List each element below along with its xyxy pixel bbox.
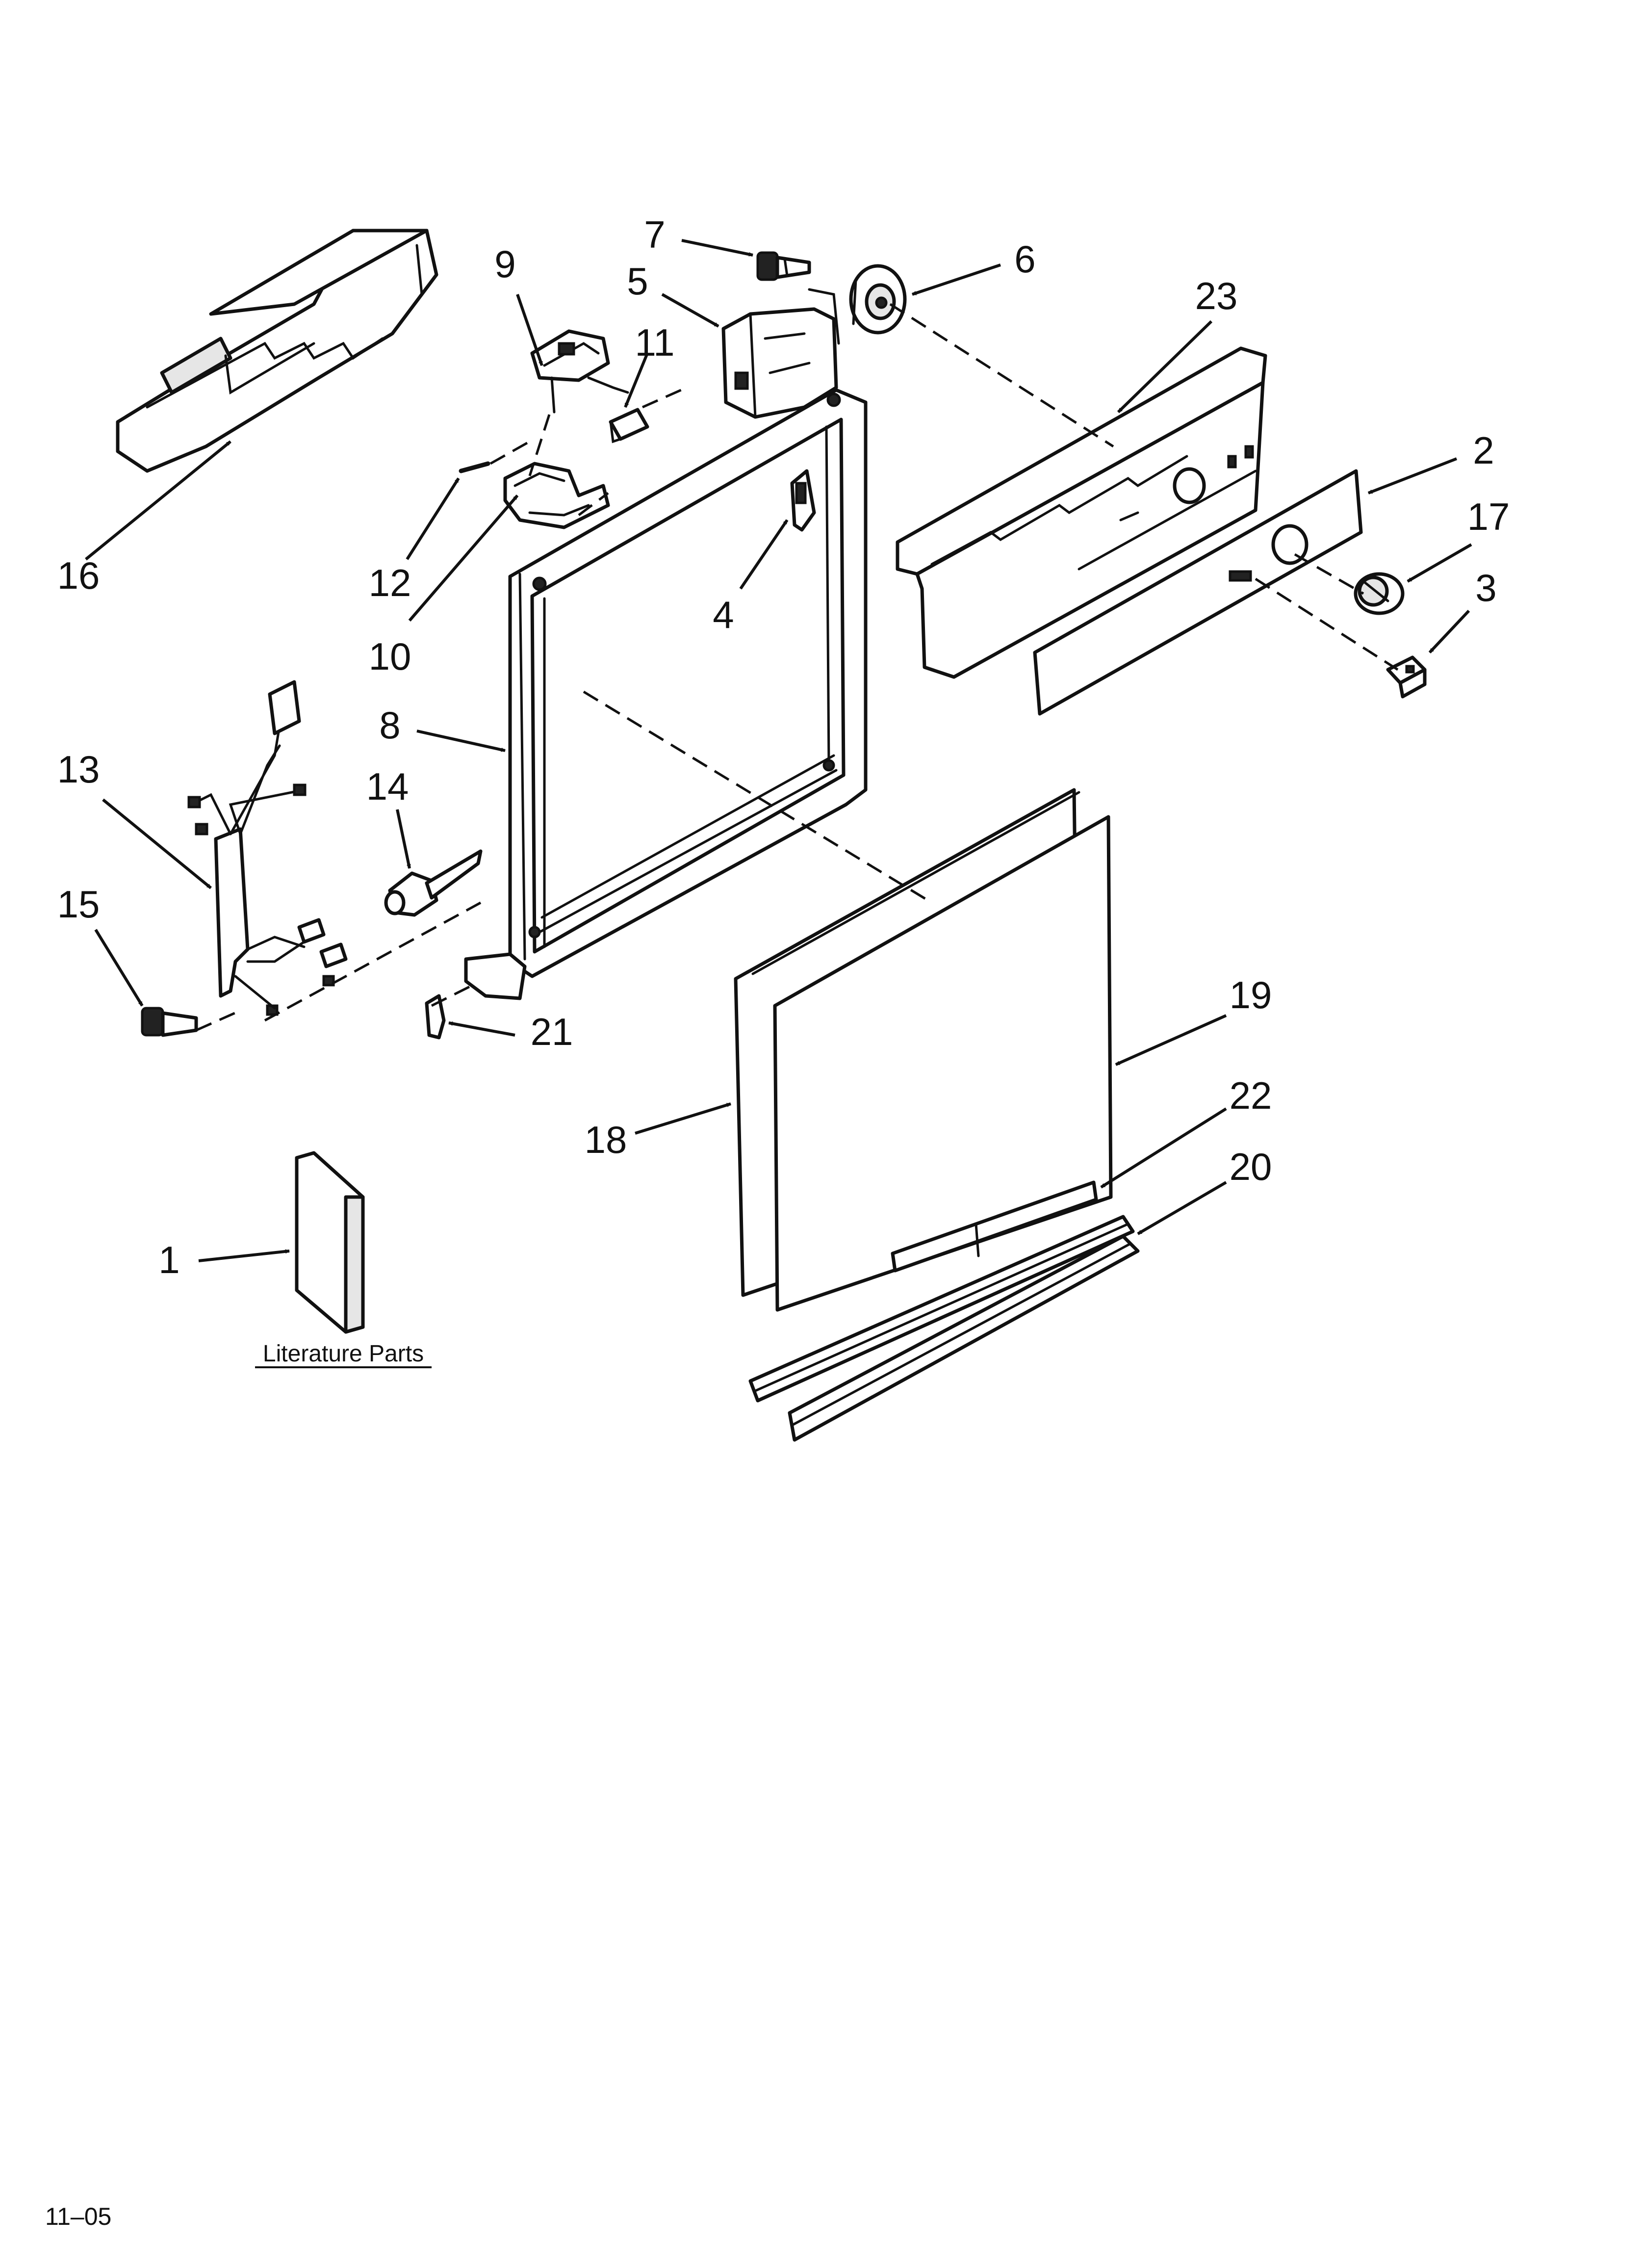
part-6-drive-gear (849, 264, 907, 335)
callout-19: 19 (1230, 973, 1272, 1017)
leader-lines (85, 239, 1472, 1262)
part-16-vent-housing (116, 229, 438, 473)
leader-13 (102, 798, 212, 889)
leader-21 (448, 1021, 515, 1037)
leader-10 (408, 495, 519, 622)
leader-16 (85, 440, 231, 561)
leader-12 (406, 477, 460, 560)
leader-20 (1137, 1181, 1227, 1235)
callout-10: 10 (369, 635, 411, 678)
leader-9 (516, 294, 543, 366)
leader-19 (1115, 1014, 1227, 1066)
part-14-connector (384, 849, 483, 917)
callout-14: 14 (366, 765, 409, 808)
callout-18: 18 (585, 1118, 627, 1161)
callout-15: 15 (57, 883, 100, 926)
callout-labels: 1 2 3 4 5 6 7 8 9 10 11 12 13 14 15 16 1… (57, 213, 1510, 1281)
callout-4: 4 (713, 593, 734, 636)
leader-7 (681, 239, 753, 257)
callout-21: 21 (531, 1010, 573, 1053)
literature-parts-label: Literature Parts (263, 1341, 424, 1367)
part-22-trim-strip (891, 1180, 1098, 1273)
callout-1: 1 (158, 1238, 180, 1281)
leader-23 (1117, 320, 1213, 414)
callout-2: 2 (1473, 429, 1494, 472)
callout-7: 7 (644, 213, 665, 256)
leader-4 (739, 519, 789, 590)
leader-11 (624, 352, 649, 408)
callout-6: 6 (1014, 237, 1035, 281)
part-12-shim (459, 461, 490, 473)
part-23-control-panel (896, 346, 1267, 679)
leader-5 (661, 293, 719, 328)
callout-9: 9 (494, 242, 515, 286)
leader-8 (416, 730, 506, 752)
callout-8: 8 (379, 704, 400, 747)
part-10-latch-bracket (503, 462, 610, 529)
part-20-bottom-trim (748, 1215, 1140, 1442)
assembly-lines (195, 303, 1399, 1032)
leader-22 (1100, 1107, 1227, 1189)
part-17-knob (1354, 572, 1405, 615)
callout-12: 12 (369, 561, 411, 604)
part-13-wire-harness (187, 680, 348, 1016)
callout-22: 22 (1230, 1074, 1272, 1117)
callout-5: 5 (627, 260, 648, 303)
part-9-latch (530, 329, 629, 414)
callout-23: 23 (1195, 274, 1238, 317)
part-4-clip (790, 469, 816, 532)
leader-2 (1367, 457, 1458, 495)
callout-17: 17 (1467, 495, 1510, 538)
leader-1 (198, 1249, 290, 1262)
leader-18 (635, 1102, 731, 1135)
leader-17 (1407, 543, 1472, 583)
leader-14 (396, 809, 411, 869)
callout-13: 13 (57, 748, 100, 791)
part-5-hinge-block (721, 288, 840, 419)
part-7-screw (756, 251, 811, 281)
part-15-screw (141, 1007, 198, 1037)
footer-code: 11–05 (45, 2203, 111, 2230)
leader-3 (1428, 609, 1470, 654)
leader-6 (912, 263, 1001, 296)
callout-3: 3 (1475, 566, 1496, 609)
callout-20: 20 (1230, 1145, 1272, 1188)
part-2-panel-overlay (1033, 469, 1363, 716)
callout-16: 16 (57, 554, 100, 597)
part-1-literature-book (295, 1151, 365, 1334)
part-3-push-button (1386, 655, 1427, 699)
part-19-inner-door-panel (773, 815, 1113, 1312)
part-11-switch (609, 408, 649, 443)
leader-15 (94, 929, 144, 1007)
callout-11: 11 (635, 321, 675, 364)
part-21-clip (425, 994, 446, 1040)
